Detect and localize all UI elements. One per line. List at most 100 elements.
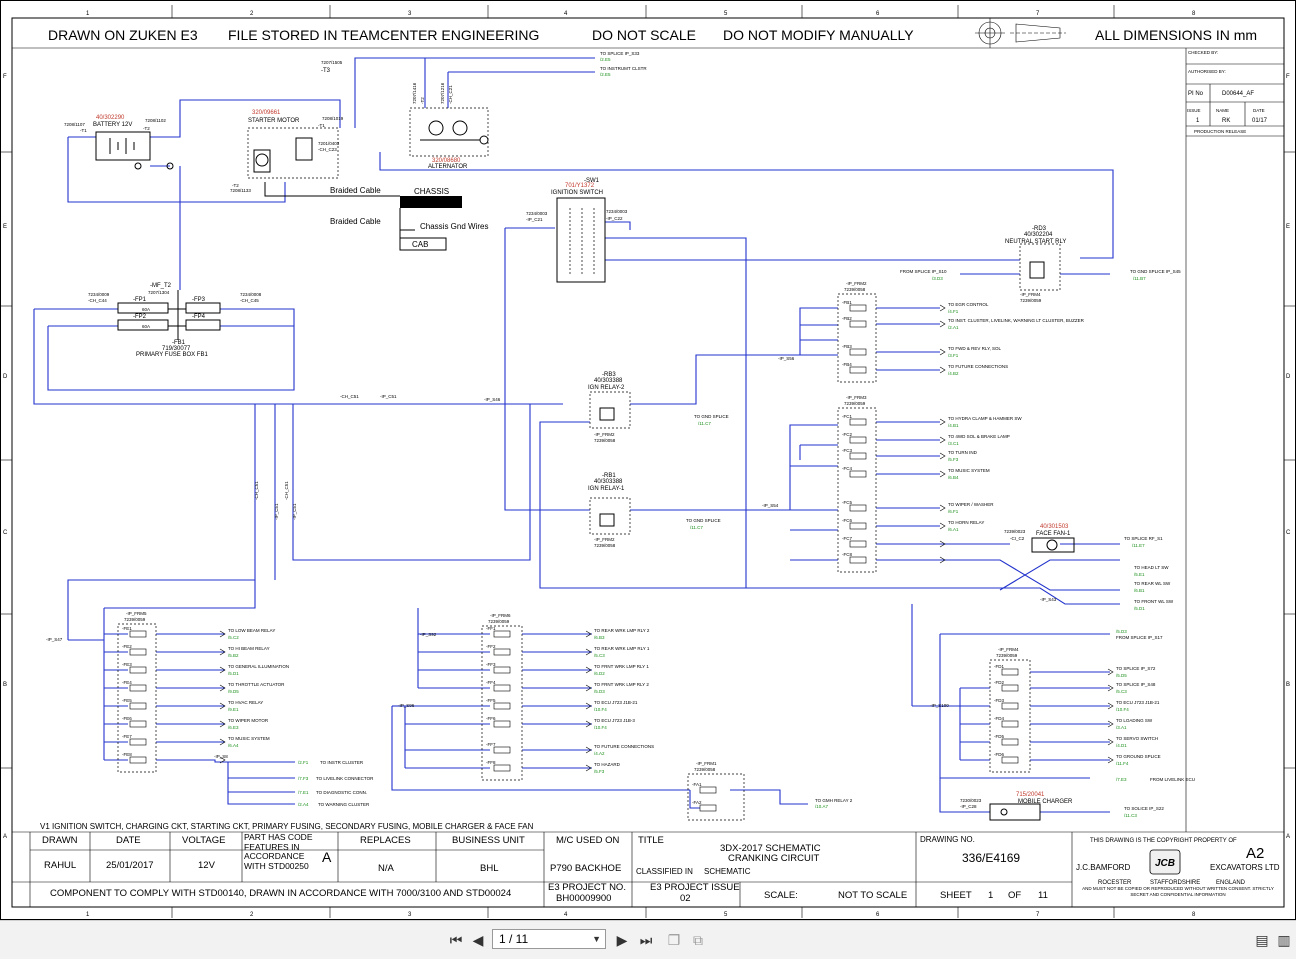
offsheet-arrow-icon (1107, 720, 1114, 728)
ref-warn-cluster: TO WARNING CLUSTER (318, 802, 370, 807)
page-number-selector[interactable]: 1 / 11 ▼ (492, 929, 606, 949)
fuse-target: TO LOW BEAM RELAY (228, 628, 275, 633)
fuse-target-ref: /10.F4 (594, 725, 607, 730)
offsheet-arrow-icon (1107, 756, 1114, 764)
ref-splice-rf-loc: /11.E7 (1132, 543, 1145, 548)
next-page-icon[interactable]: ▶ (616, 931, 628, 948)
issue-label: ISSUE (1187, 108, 1201, 113)
sheet-of-label: OF (1008, 890, 1021, 901)
grid-row-label: A (3, 834, 7, 840)
fuse-element (493, 666, 511, 674)
date-value-tb: 25/01/2017 (106, 860, 154, 871)
first-page-icon[interactable]: ⏮ (449, 931, 463, 948)
fuse-element (1001, 720, 1019, 728)
fuse-target: TO ECU J723 J1B-21 (1116, 700, 1160, 705)
checked-by-label: CHECKED BY: (1188, 50, 1218, 55)
ignition-wire-2: 7234/0003 (606, 209, 628, 214)
splice-s43: -IP_S43 (1040, 597, 1057, 602)
offsheet-arrow-icon (219, 630, 226, 638)
two-page-icon[interactable]: ⧉ (693, 931, 703, 948)
fuse-target: TO ECU J723 J1B-3 (594, 718, 635, 723)
fuse-element (129, 720, 147, 728)
fuse-group-part: 7239/0058 (844, 287, 866, 292)
fuse-group-title: -IP_FRM1 (696, 761, 717, 766)
prev-page-icon[interactable]: ◀ (472, 931, 484, 948)
fuse-target: TO SPLICE IP_S48 (1116, 682, 1156, 687)
offsheet-arrow-icon (219, 666, 226, 674)
sheet-size: A2 (1246, 845, 1264, 862)
ref-rear-wl-loc: /6.B1 (1134, 588, 1145, 593)
alternator-t3: -T3 (321, 68, 331, 74)
face-fan-part-no: 40/301503 (1040, 524, 1069, 530)
drawing-no-label: DRAWING NO. (920, 835, 975, 844)
ref-gnd-s45-loc: /11.B7 (1133, 276, 1146, 281)
fuse-box-c44-wire: 7234/0009 (88, 292, 110, 297)
fuse-element (1001, 738, 1019, 746)
grid-row-label: D (3, 374, 8, 380)
last-page-icon[interactable]: ⏭ (639, 931, 653, 948)
splice-labels: -IP_S46 -IP_S56 -IP_S54 -IP_S43 -IP_S47 … (46, 356, 1057, 759)
wiring-lines (33, 57, 1120, 813)
fuse-target: TO HAZARD (594, 762, 621, 767)
ref-from-s17-loc: /5.D3 (1116, 629, 1127, 634)
fuse-fp1: -FP1 (133, 297, 147, 303)
grid-col-label: 2 (250, 11, 254, 17)
ref-from-s10: FROM SPLICE IP_S10 (900, 269, 947, 274)
fuse-element (129, 666, 147, 674)
offsheet-arrow-icon (1107, 684, 1114, 692)
scroll-view-icon[interactable]: ▥ (1277, 931, 1291, 948)
grid-row-label: C (3, 530, 8, 536)
fuse-target-ref: /4.B1 (948, 423, 959, 428)
notes-line: V1 IGNITION SWITCH, CHARGING CKT, STARTI… (40, 822, 534, 831)
fuse-id: -FE2 (122, 644, 132, 649)
offsheet-arrow-icon (585, 702, 592, 710)
neutral-relay-frm-part: 7239/0059 (1020, 298, 1042, 303)
fuse-fp4: -FP4 (192, 314, 206, 320)
conn-ch-c51: -CH_C51 (340, 394, 359, 399)
ignition-switch-id: -SW1 (584, 178, 600, 184)
page-view-icon[interactable]: ▤ (1255, 931, 1269, 948)
battery-pin-1: -T1 (80, 128, 87, 133)
ref-warn-cluster-loc: /2.A4 (298, 802, 309, 807)
starter-pin-2: -CH_C23 (318, 147, 337, 152)
splice-s96: -IP_S96 (398, 703, 415, 708)
splice-s100: -IP_S100 (930, 703, 949, 708)
header-do-not-modify: DO NOT MODIFY MANUALLY (723, 27, 914, 43)
fuse-target: TO HVAC RELAY (228, 700, 263, 705)
single-page-icon[interactable]: ❐ (667, 931, 681, 948)
mobile-charger-conn: -IP_C28 (960, 804, 977, 809)
fuse-element (129, 684, 147, 692)
offsheet-arrow-icon (219, 720, 226, 728)
alternator-part-no: 320/08680 (432, 158, 461, 164)
alternator-t3-wire: 7207/1505 (321, 60, 343, 65)
fuse-target: TO SERVO SWITCH (1116, 736, 1158, 741)
fuse-group-title: -IP_FRM2 (846, 281, 867, 286)
offsheet-references: TO SPLICE IP_S33 /2.E5 TO INSTRUMT CLSTR… (298, 51, 1195, 818)
ref-rear-wl: TO REAR WL SW (1134, 581, 1171, 586)
fuse-group-title: -IP_FRM5 (126, 611, 147, 616)
scale-label: SCALE: (764, 890, 798, 901)
neutral-start-relay: -RD3 40/302204 NEUTRAL START RLY -IP_FRM… (1005, 226, 1066, 303)
fuse-target: TO FRNT WRK LMP RLY 2 (594, 682, 649, 687)
fuse-target: TO FRNT WRK LMP RLY 1 (594, 664, 649, 669)
fuse-element (849, 540, 867, 548)
rb1-label: IGN RELAY-1 (588, 486, 625, 492)
offsheet-arrow-icon (219, 738, 226, 746)
ref-livelink-conn-loc: /7.F3 (298, 776, 309, 781)
fuse-target-ref: /5.D5 (1116, 673, 1127, 678)
fuse-element (493, 746, 511, 754)
fuse-target-ref: /5.C3 (1116, 689, 1127, 694)
chassis-ground: Braided Cable CHASSIS Braided Cable Chas… (264, 182, 488, 251)
neutral-relay-id: -RD3 (1032, 226, 1047, 232)
ref-splice-s22-loc: /11.C3 (1124, 813, 1137, 818)
offsheet-arrow-icon (1107, 702, 1114, 710)
sheet-total-value: 11 (1038, 890, 1048, 901)
fuse-element (129, 756, 147, 764)
fuse-target-ref: /4.B2 (948, 371, 959, 376)
alternator-c21-wire: 7207/1216 (440, 82, 445, 104)
fuse-target: TO 4WD SOL & BRAKE LAMP (948, 434, 1010, 439)
grid-col-label: 4 (564, 11, 568, 17)
grid-row-label: B (1286, 682, 1290, 688)
copyright-text: THIS DRAWING IS THE COPYRIGHT PROPERTY O… (1090, 838, 1237, 844)
